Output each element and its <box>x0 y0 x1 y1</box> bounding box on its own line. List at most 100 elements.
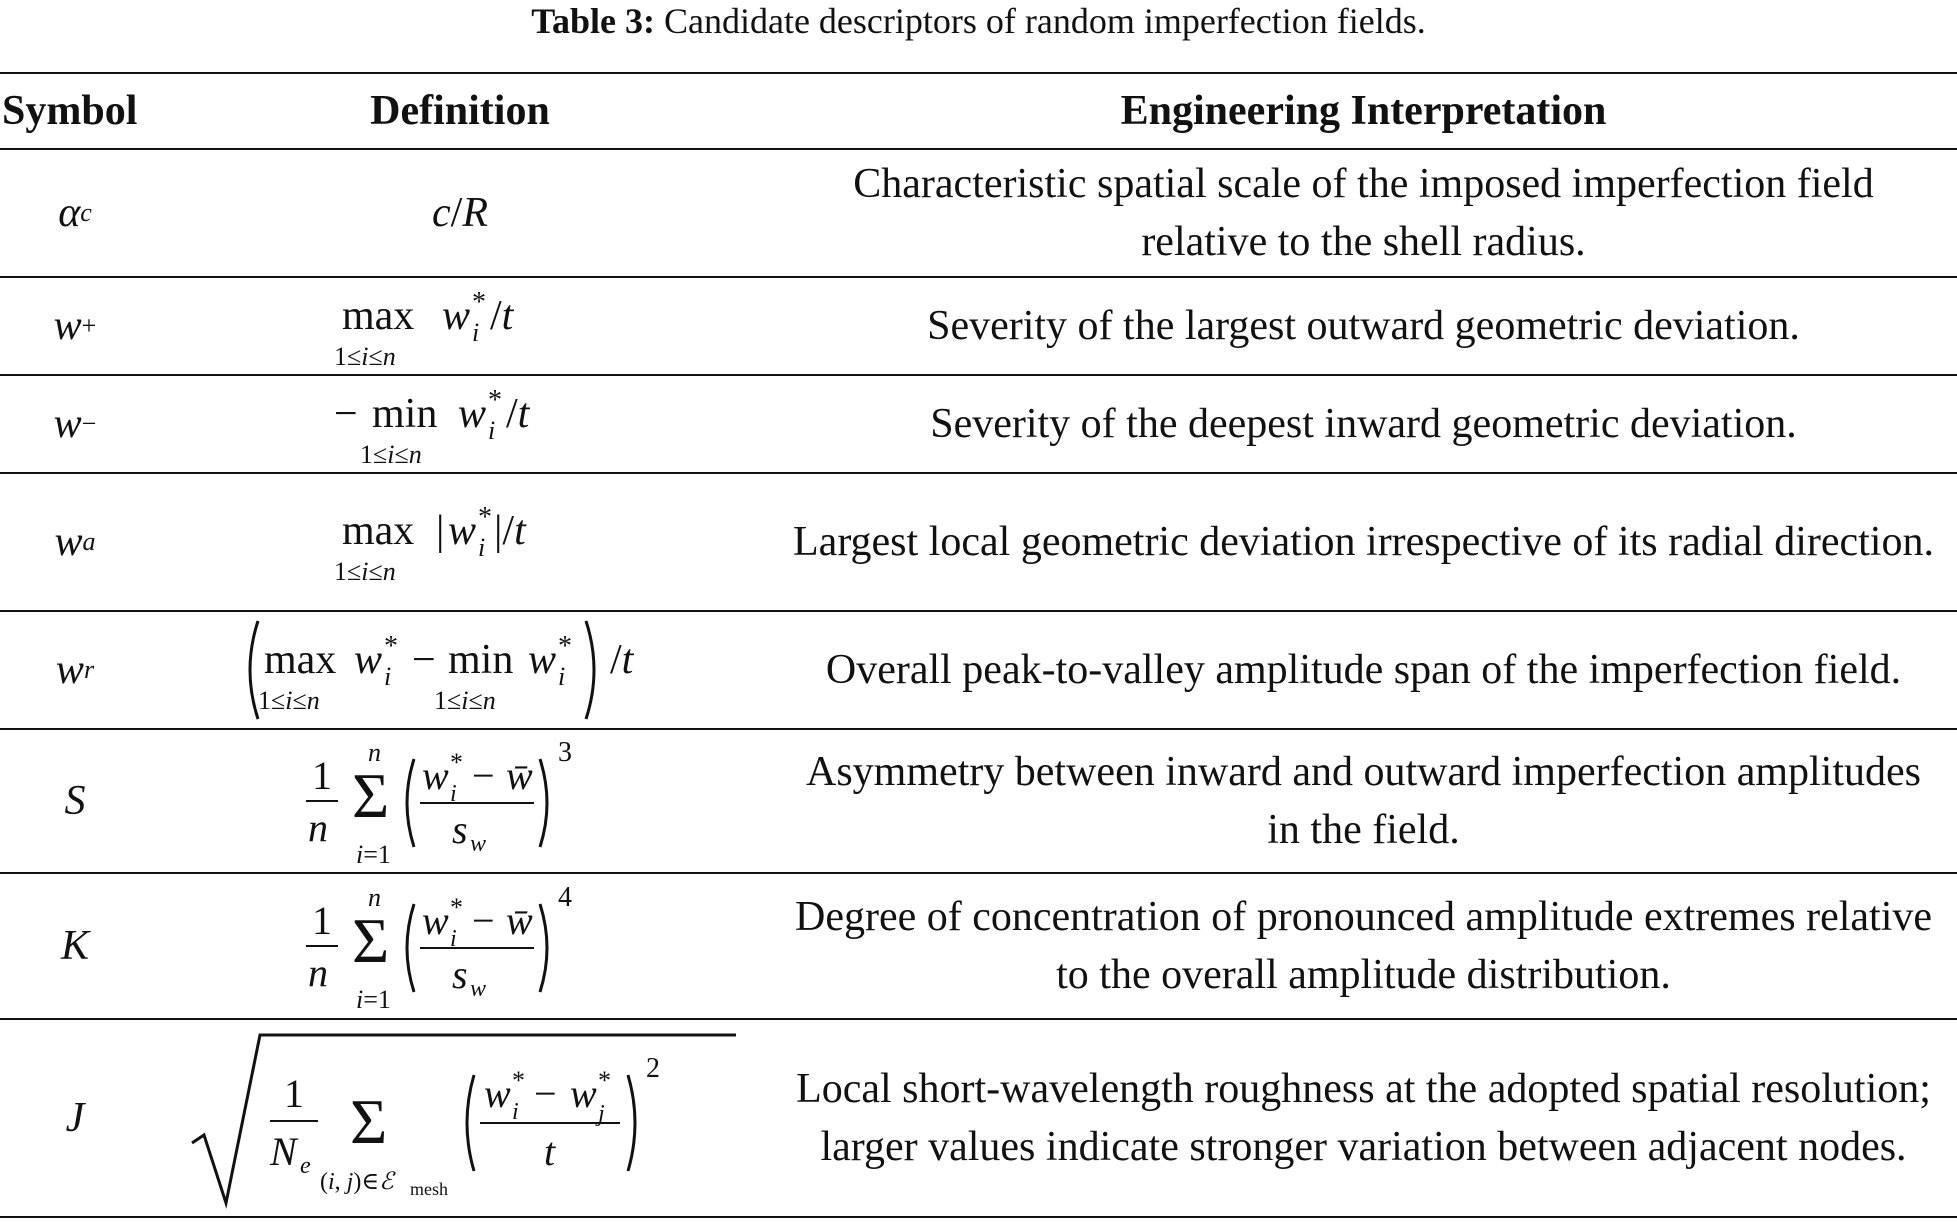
svg-text:mesh: mesh <box>410 1179 448 1199</box>
svg-text:j: j <box>595 1101 605 1127</box>
svg-text:i: i <box>478 533 485 562</box>
table-row: w− − min 1≤i≤n w * i /t Severity of the … <box>0 376 1957 472</box>
row-divider <box>0 872 1957 874</box>
svg-text:w: w <box>448 508 476 554</box>
header-interpretation: Engineering Interpretation <box>1120 88 1607 134</box>
interpretation-text: Overall peak-to-valley amplitude span of… <box>825 647 1902 693</box>
svg-text:t: t <box>544 1129 556 1174</box>
svg-text:1≤i≤n: 1≤i≤n <box>334 557 396 586</box>
symbol-sub: a <box>82 527 96 556</box>
row-divider <box>0 374 1957 376</box>
interpretation-text: Local short-wavelength roughness at the … <box>796 1066 1931 1170</box>
svg-text:|: | <box>436 508 444 554</box>
symbol-sub: r <box>83 655 95 684</box>
symbol-base: w <box>53 401 82 447</box>
svg-text:*: * <box>450 748 463 777</box>
svg-text:w: w <box>570 1071 597 1116</box>
svg-text:n: n <box>368 883 381 912</box>
definition-formula: max 1≤i≤n | w * i |/t <box>150 474 770 610</box>
svg-text:N: N <box>269 1129 299 1174</box>
svg-text:/t: /t <box>610 637 635 683</box>
symbol-cell: w− <box>0 376 150 472</box>
svg-text:i=1: i=1 <box>356 840 391 869</box>
svg-text:1≤i≤n: 1≤i≤n <box>334 342 396 371</box>
svg-text:min: min <box>372 391 437 437</box>
symbol-base: S <box>64 778 86 824</box>
svg-text:max: max <box>342 293 414 339</box>
svg-text:max: max <box>342 508 414 554</box>
svg-text:i: i <box>384 662 391 691</box>
interpretation-text: Severity of the largest outward geometri… <box>927 303 1800 349</box>
svg-text:4: 4 <box>558 882 572 913</box>
symbol-sub: + <box>81 311 97 340</box>
top-rule <box>0 72 1957 74</box>
svg-text:/t: /t <box>490 293 515 339</box>
row-divider <box>0 472 1957 474</box>
interpretation-text: Degree of concentration of pronounced am… <box>794 894 1932 998</box>
svg-text:min: min <box>448 637 513 683</box>
table-row: K 1 n n Σ i=1 w * i − w̄ s w 4 Degree of… <box>0 874 1957 1018</box>
svg-text:1: 1 <box>284 1071 304 1116</box>
svg-text:w: w <box>354 637 382 683</box>
svg-text:*: * <box>478 502 492 533</box>
svg-text:i=1: i=1 <box>356 985 391 1014</box>
symbol-sub: c <box>80 198 92 227</box>
svg-text:1≤i≤n: 1≤i≤n <box>258 686 320 715</box>
table-row: J 1 N e Σ (i, j)∈ℰ mesh w * i − w * j t … <box>0 1020 1957 1216</box>
svg-text:3: 3 <box>558 737 572 768</box>
symbol-base: w <box>53 303 82 349</box>
svg-text:s: s <box>452 952 468 997</box>
table-header-row: Symbol Definition Engineering Interpreta… <box>0 74 1957 148</box>
svg-text:w: w <box>458 391 486 437</box>
svg-text:w̄: w̄ <box>506 753 533 798</box>
svg-text:max: max <box>264 637 336 683</box>
interpretation-text: Asymmetry between inward and outward imp… <box>805 749 1921 853</box>
svg-text:w: w <box>528 637 556 683</box>
svg-text:Σ: Σ <box>350 1086 387 1157</box>
svg-text:1≤i≤n: 1≤i≤n <box>434 686 496 715</box>
symbol-cell: w+ <box>0 278 150 374</box>
svg-text:1≤i≤n: 1≤i≤n <box>360 440 422 469</box>
svg-text:i: i <box>558 662 565 691</box>
definition-formula: 1 n n Σ i=1 w * i − w̄ s w 4 <box>150 874 770 1018</box>
svg-text:−: − <box>472 753 495 798</box>
row-divider <box>0 610 1957 612</box>
svg-text:i: i <box>450 926 457 952</box>
svg-text:*: * <box>558 631 572 662</box>
definition-formula: − min 1≤i≤n w * i /t <box>150 376 770 472</box>
svg-text:(i, j)∈ℰ: (i, j)∈ℰ <box>320 1169 396 1195</box>
symbol-base: w <box>54 519 83 565</box>
header-rule <box>0 148 1957 150</box>
svg-text:w: w <box>484 1071 511 1116</box>
symbol-cell: J <box>0 1020 150 1216</box>
table-row: w+ max 1≤i≤n w * i /t Severity of the la… <box>0 278 1957 374</box>
definition-formula: max 1≤i≤n w * i − min 1≤i≤n w * i /t <box>150 612 770 728</box>
symbol-cell: K <box>0 874 150 1018</box>
definition-formula: max 1≤i≤n w * i /t <box>150 278 770 374</box>
svg-text:/t: /t <box>506 391 531 437</box>
svg-text:1: 1 <box>312 898 332 943</box>
svg-text:−: − <box>534 1071 557 1116</box>
symbol-base: α <box>58 190 81 236</box>
svg-text:w: w <box>442 293 470 339</box>
table-caption: Table 3: Candidate descriptors of random… <box>0 0 1957 60</box>
svg-text:w: w <box>422 898 449 943</box>
svg-text:1: 1 <box>312 753 332 798</box>
svg-text:i: i <box>512 1099 519 1125</box>
svg-text:i: i <box>472 318 479 347</box>
svg-text:*: * <box>488 385 502 416</box>
svg-text:n: n <box>308 805 328 850</box>
definition-formula: 1 N e Σ (i, j)∈ℰ mesh w * i − w * j t 2 <box>150 1020 770 1216</box>
svg-text:*: * <box>384 631 398 662</box>
symbol-sub: − <box>81 409 97 438</box>
svg-text:Σ: Σ <box>352 905 389 976</box>
table-caption-text: Candidate descriptors of random imperfec… <box>663 1 1426 41</box>
svg-text:|/t: |/t <box>494 508 527 554</box>
svg-text:i: i <box>488 416 495 445</box>
svg-text:*: * <box>450 893 463 922</box>
interpretation-text: Characteristic spatial scale of the impo… <box>853 161 1874 265</box>
svg-text:e: e <box>300 1153 311 1179</box>
